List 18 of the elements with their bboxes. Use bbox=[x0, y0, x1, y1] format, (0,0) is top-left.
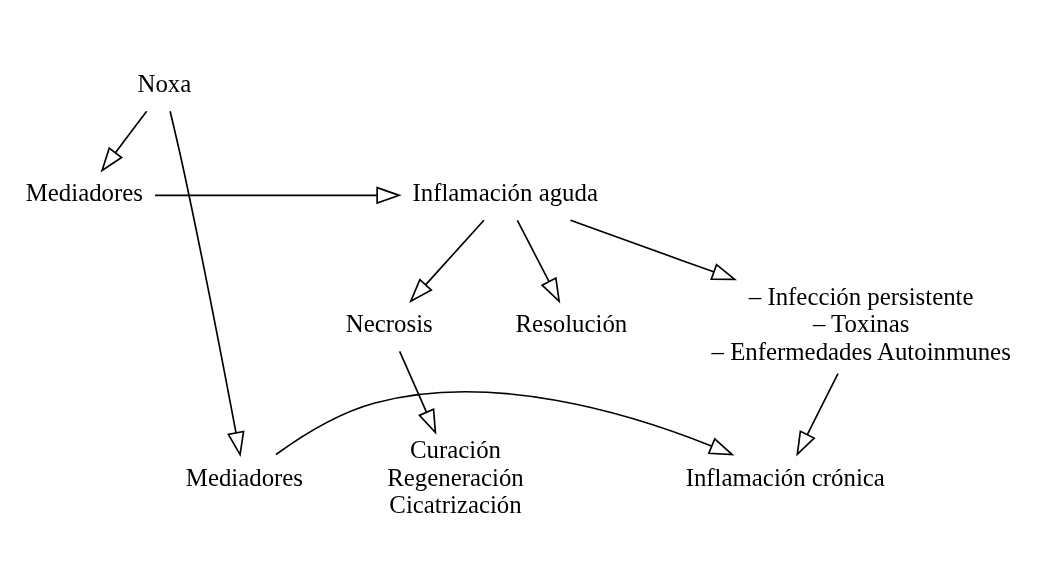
node-text: Inflamación aguda bbox=[412, 179, 598, 207]
node-text: Inflamación crónica bbox=[685, 463, 885, 491]
arrow bbox=[275, 390, 735, 456]
node-text: Mediadores bbox=[25, 179, 143, 207]
arrow bbox=[100, 110, 148, 173]
arrow bbox=[569, 219, 738, 281]
node-text: – Infección persistente – Toxinas – Enfermedades Autoinmunes bbox=[711, 282, 1011, 366]
arrow bbox=[409, 219, 485, 304]
arrow bbox=[398, 350, 437, 435]
node-text: Resolución bbox=[515, 310, 628, 338]
arrow bbox=[796, 372, 839, 457]
node-text: Noxa bbox=[137, 70, 192, 98]
node-text: Necrosis bbox=[345, 310, 433, 338]
arrow bbox=[169, 110, 245, 458]
node-text: Mediadores bbox=[185, 463, 304, 491]
node-text: Curación Regeneración Cicatrización bbox=[387, 436, 524, 519]
arrow bbox=[516, 219, 561, 304]
arrow bbox=[154, 186, 402, 205]
